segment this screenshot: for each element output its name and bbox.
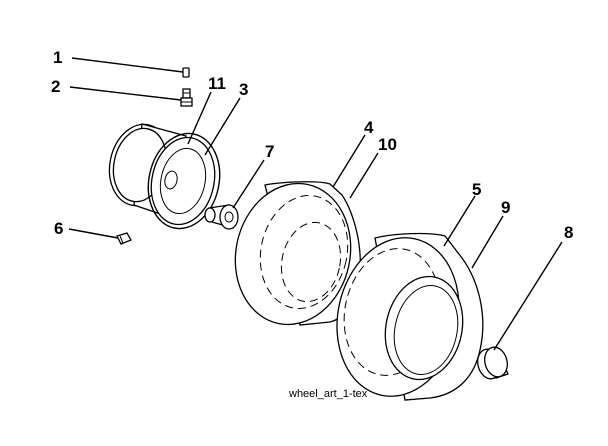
callout-11: 11	[208, 74, 226, 93]
drawing-caption: wheel_art_1-tex	[288, 388, 368, 400]
part-8-hub-cap	[477, 346, 509, 380]
part-7-bushing	[204, 204, 239, 230]
part-5-tire	[336, 232, 484, 401]
leader-line-7	[232, 159, 265, 209]
part-6-grease-fitting	[116, 232, 132, 245]
leader-line-3	[204, 97, 241, 156]
part-3-rim-edge	[147, 132, 221, 230]
leader-line-1	[71, 57, 184, 73]
part-2-valve-stem	[180, 88, 193, 107]
leader-lines	[68, 57, 563, 351]
leader-line-10	[349, 152, 379, 199]
callout-3: 3	[239, 80, 248, 99]
callout-1: 1	[53, 48, 62, 67]
leader-line-5	[443, 195, 476, 247]
callout-10: 10	[378, 135, 397, 154]
callout-numbers: 1 2 11 3 6 7 4 10 5 9 8	[51, 48, 573, 242]
part-1-valve-cap	[182, 67, 190, 78]
callout-7: 7	[265, 142, 274, 161]
callout-5: 5	[472, 180, 481, 199]
leader-line-11	[187, 91, 212, 145]
callout-8: 8	[564, 223, 573, 242]
callout-9: 9	[501, 198, 510, 217]
leader-line-6	[68, 228, 119, 239]
leader-line-4	[332, 134, 366, 188]
callout-4: 4	[364, 118, 374, 137]
leader-line-2	[69, 86, 182, 101]
leader-line-9	[471, 215, 504, 269]
callout-6: 6	[54, 219, 63, 238]
callout-2: 2	[51, 77, 60, 96]
part-11-rim	[108, 123, 216, 226]
leader-line-8	[493, 241, 563, 351]
